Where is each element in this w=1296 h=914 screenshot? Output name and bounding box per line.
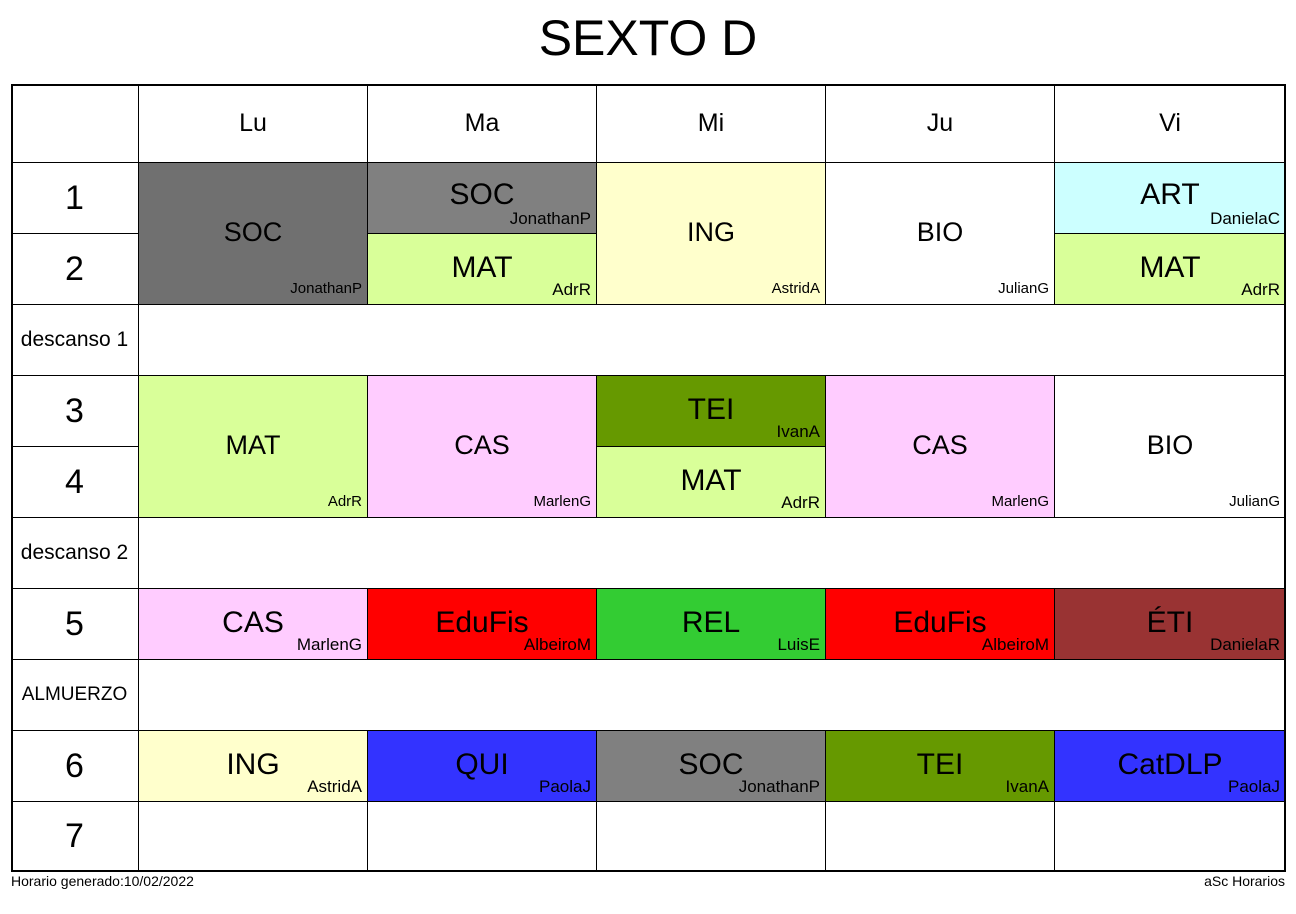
lunch-row bbox=[139, 660, 1286, 731]
lesson-subject: MAT bbox=[1139, 251, 1201, 284]
lesson-cell[interactable]: SOC JonathanP bbox=[368, 163, 597, 234]
lesson-teacher: JonathanP bbox=[290, 280, 362, 297]
lesson-subject: ING bbox=[226, 748, 280, 781]
corner-cell bbox=[11, 84, 139, 163]
lesson-teacher: LuisE bbox=[777, 635, 820, 654]
lesson-cell[interactable]: CAS MarlenG bbox=[826, 376, 1055, 518]
period-label-3: 3 bbox=[11, 376, 139, 447]
lesson-subject: REL bbox=[681, 606, 741, 639]
empty-cell[interactable] bbox=[1055, 802, 1286, 872]
lesson-teacher: AlbeiroM bbox=[981, 635, 1049, 654]
period-label-2: 2 bbox=[11, 234, 139, 305]
lesson-teacher: AdrR bbox=[327, 493, 362, 510]
timetable-grid: Lu Ma Mi Ju Vi 1 2 descanso 1 3 4 descan… bbox=[11, 84, 1286, 872]
period-label-7: 7 bbox=[11, 802, 139, 872]
lesson-teacher: JulianG bbox=[998, 280, 1049, 297]
lesson-teacher: JonathanP bbox=[738, 777, 820, 796]
day-header-mi: Mi bbox=[597, 84, 826, 163]
lesson-subject: CAS bbox=[454, 429, 510, 460]
lesson-teacher: JulianG bbox=[1229, 493, 1280, 510]
lesson-subject: MAT bbox=[225, 429, 281, 460]
lesson-subject: SOC bbox=[223, 216, 283, 247]
lesson-cell[interactable]: MAT AdrR bbox=[597, 447, 826, 518]
lesson-subject: EduFis bbox=[893, 606, 987, 639]
break-label-2: descanso 2 bbox=[11, 518, 139, 589]
generated-date: Horario generado:10/02/2022 bbox=[11, 873, 194, 889]
lesson-subject: CatDLP bbox=[1117, 748, 1223, 781]
lesson-subject: ART bbox=[1140, 178, 1200, 211]
day-header-ma: Ma bbox=[368, 84, 597, 163]
break-row-1 bbox=[139, 305, 1286, 376]
lesson-teacher: IvanA bbox=[776, 422, 820, 441]
lesson-cell[interactable]: ART DanielaC bbox=[1055, 163, 1286, 234]
lesson-teacher: MarlenG bbox=[991, 493, 1049, 510]
lesson-teacher: AdrR bbox=[1241, 280, 1280, 299]
period-label-6: 6 bbox=[11, 731, 139, 802]
lesson-cell[interactable]: CAS MarlenG bbox=[139, 589, 368, 660]
lesson-cell[interactable]: BIO JulianG bbox=[826, 163, 1055, 305]
lesson-cell[interactable]: TEI IvanA bbox=[597, 376, 826, 447]
lesson-cell[interactable]: MAT AdrR bbox=[368, 234, 597, 305]
lesson-cell[interactable]: TEI IvanA bbox=[826, 731, 1055, 802]
lesson-subject: SOC bbox=[449, 178, 515, 211]
day-header-ju: Ju bbox=[826, 84, 1055, 163]
lesson-teacher: AstridA bbox=[307, 777, 362, 796]
lesson-cell[interactable]: REL LuisE bbox=[597, 589, 826, 660]
lesson-teacher: AdrR bbox=[552, 280, 591, 299]
lesson-cell[interactable]: MAT AdrR bbox=[139, 376, 368, 518]
lesson-cell[interactable]: MAT AdrR bbox=[1055, 234, 1286, 305]
lunch-label: ALMUERZO bbox=[11, 660, 139, 731]
day-header-lu: Lu bbox=[139, 84, 368, 163]
period-label-5: 5 bbox=[11, 589, 139, 660]
lesson-teacher: IvanA bbox=[1005, 777, 1049, 796]
lesson-subject: MAT bbox=[680, 464, 742, 497]
lesson-teacher: PaolaJ bbox=[1228, 777, 1280, 796]
lesson-subject: SOC bbox=[678, 748, 744, 781]
lesson-teacher: DanielaR bbox=[1210, 635, 1280, 654]
lesson-teacher: AstridA bbox=[771, 280, 820, 297]
period-label-4: 4 bbox=[11, 447, 139, 518]
lesson-cell[interactable]: ING AstridA bbox=[139, 731, 368, 802]
lesson-subject: BIO bbox=[1146, 429, 1194, 460]
lesson-subject: MAT bbox=[451, 251, 513, 284]
empty-cell[interactable] bbox=[597, 802, 826, 872]
lesson-subject: CAS bbox=[912, 429, 968, 460]
page-title: SEXTO D bbox=[538, 10, 758, 66]
lesson-cell[interactable]: EduFis AlbeiroM bbox=[826, 589, 1055, 660]
empty-cell[interactable] bbox=[368, 802, 597, 872]
lesson-subject: QUI bbox=[455, 748, 509, 781]
lesson-subject: EduFis bbox=[435, 606, 529, 639]
lesson-cell[interactable]: SOC JonathanP bbox=[597, 731, 826, 802]
lesson-subject: ING bbox=[686, 216, 735, 247]
lesson-cell[interactable]: CAS MarlenG bbox=[368, 376, 597, 518]
lesson-teacher: DanielaC bbox=[1210, 209, 1280, 228]
break-label-1: descanso 1 bbox=[11, 305, 139, 376]
lesson-teacher: JonathanP bbox=[509, 209, 591, 228]
lesson-teacher: MarlenG bbox=[296, 635, 362, 654]
lesson-teacher: MarlenG bbox=[533, 493, 591, 510]
lesson-subject: BIO bbox=[916, 216, 964, 247]
lesson-teacher: AdrR bbox=[781, 493, 820, 512]
lesson-subject: TEI bbox=[916, 748, 964, 781]
lesson-subject: TEI bbox=[687, 393, 735, 426]
lesson-teacher: PaolaJ bbox=[539, 777, 591, 796]
period-label-1: 1 bbox=[11, 163, 139, 234]
empty-cell[interactable] bbox=[826, 802, 1055, 872]
lesson-cell[interactable]: EduFis AlbeiroM bbox=[368, 589, 597, 660]
lesson-cell[interactable]: ING AstridA bbox=[597, 163, 826, 305]
empty-cell[interactable] bbox=[139, 802, 368, 872]
lesson-cell[interactable]: ÉTI DanielaR bbox=[1055, 589, 1286, 660]
lesson-cell[interactable]: SOC JonathanP bbox=[139, 163, 368, 305]
lesson-subject: ÉTI bbox=[1146, 606, 1194, 639]
generator-credit: aSc Horarios bbox=[1204, 873, 1285, 889]
lesson-cell[interactable]: BIO JulianG bbox=[1055, 376, 1286, 518]
lesson-subject: CAS bbox=[222, 606, 284, 639]
break-row-2 bbox=[139, 518, 1286, 589]
lesson-cell[interactable]: QUI PaolaJ bbox=[368, 731, 597, 802]
lesson-cell[interactable]: CatDLP PaolaJ bbox=[1055, 731, 1286, 802]
lesson-teacher: AlbeiroM bbox=[523, 635, 591, 654]
day-header-vi: Vi bbox=[1055, 84, 1286, 163]
